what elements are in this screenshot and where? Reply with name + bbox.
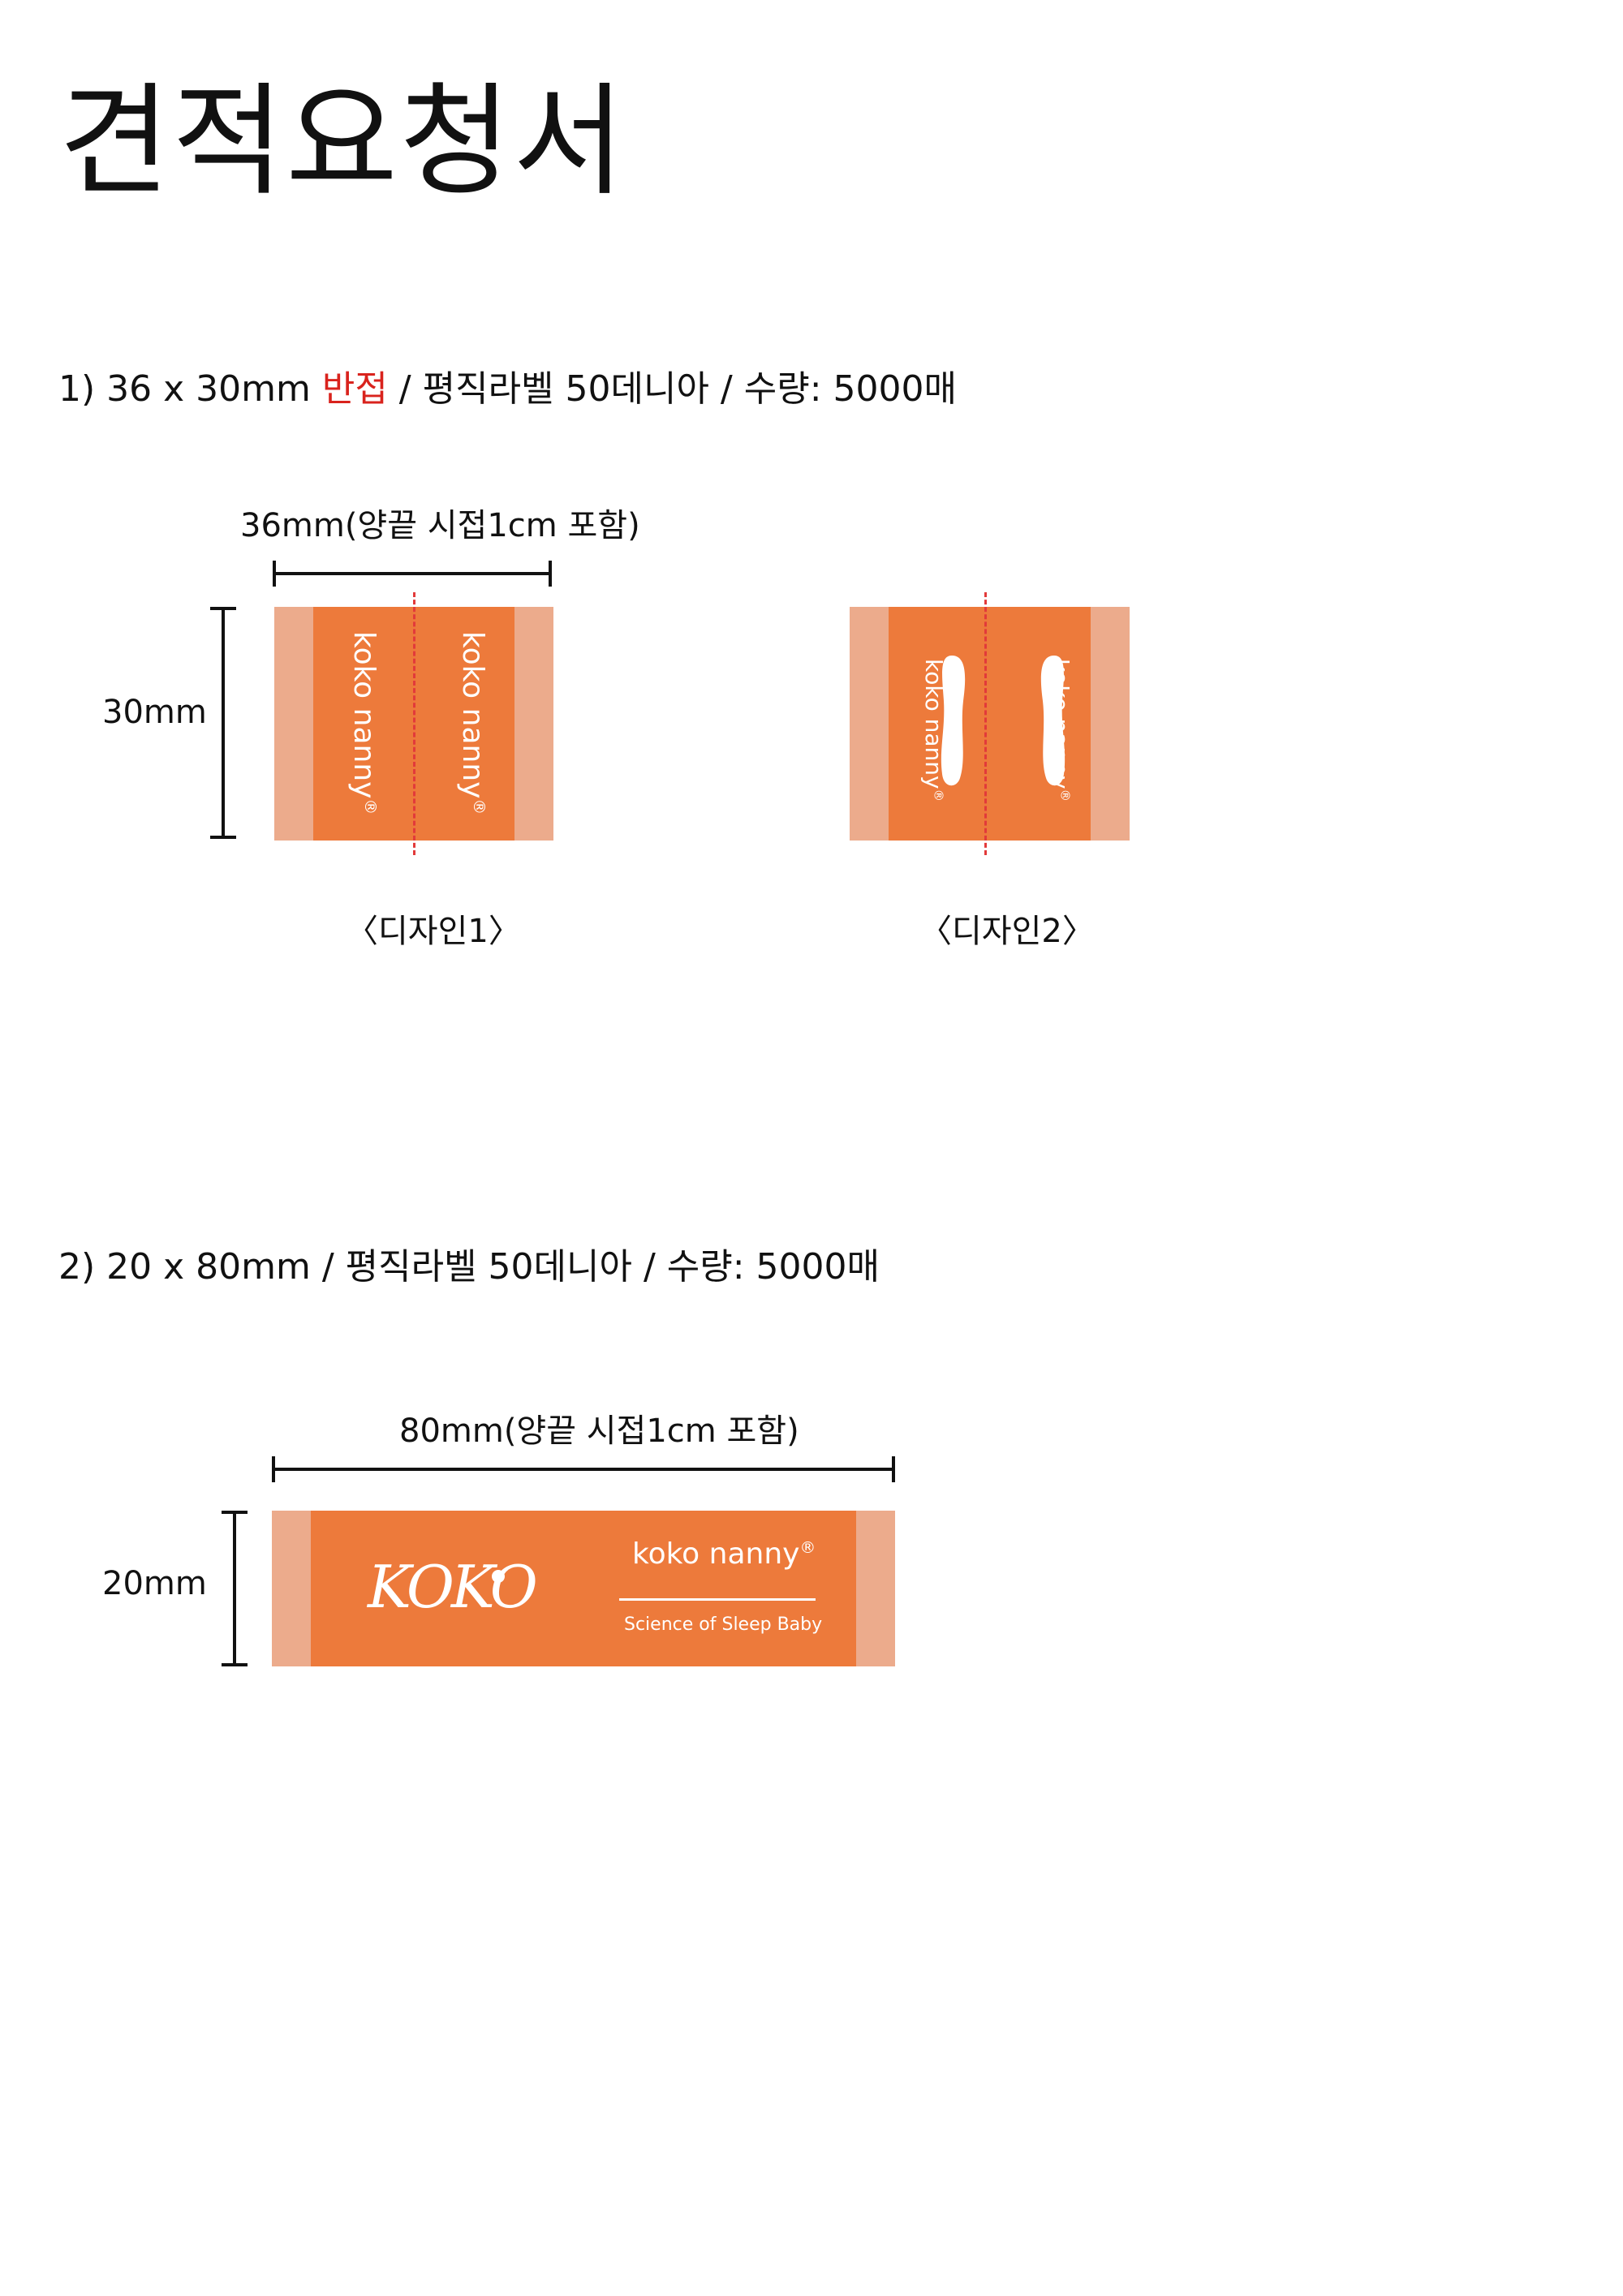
item1-height-label: 30mm (102, 694, 207, 731)
item1-height-dimension-line (222, 608, 225, 837)
seam-allowance-left (274, 607, 313, 841)
design1-brand-right: koko nanny® (456, 631, 489, 815)
item1-spec-highlight: 반접 (321, 368, 388, 410)
item2-label: KOKO koko nanny® Science of Sleep Baby (272, 1511, 895, 1666)
fold-line (984, 592, 987, 855)
item1-height-tick-bottom (210, 836, 236, 839)
item1-spec: 1) 36 x 30mm 반접 / 평직라벨 50데니아 / 수량: 5000매 (58, 372, 957, 407)
koko-logo-text: KOKO (368, 1553, 538, 1621)
item1-spec-suffix: / 평직라벨 50데니아 / 수량: 5000매 (387, 368, 957, 410)
design1-label: koko nanny® koko nanny® (274, 592, 553, 855)
design2-label: koko nanny® koko nanny® (850, 592, 1130, 855)
item2-width-label: 80mm(양끝 시접1cm 포함) (399, 1412, 799, 1450)
seam-allowance-right (1091, 607, 1130, 841)
brand-text: koko nanny (347, 631, 381, 799)
brand-divider (619, 1598, 816, 1601)
item2-brand: koko nanny® (632, 1540, 816, 1569)
pillow-shape-left (941, 656, 966, 786)
item1-width-tick-left (273, 561, 276, 587)
item1-height-tick-top (210, 607, 236, 610)
item1-spec-prefix: 1) 36 x 30mm (58, 368, 322, 410)
design1-brand-left: koko nanny® (347, 631, 381, 815)
registered-mark: ® (931, 789, 946, 802)
item1-width-dimension-line (274, 572, 552, 575)
tagline: Science of Sleep Baby (624, 1615, 823, 1635)
seam-allowance-right (514, 607, 553, 841)
pillow-shape-right (1040, 656, 1065, 786)
fold-line (413, 592, 415, 855)
item2-height-tick-top (222, 1511, 248, 1514)
design1-caption: 〈디자인1〉 (346, 913, 521, 950)
brand-text: koko nanny (632, 1537, 800, 1571)
item2-width-tick-right (892, 1456, 895, 1482)
item2-width-dimension-line (273, 1468, 895, 1471)
seam-allowance-left (272, 1511, 311, 1666)
item2-height-tick-bottom (222, 1663, 248, 1666)
item2-height-label: 20mm (102, 1565, 207, 1602)
page-title: 견적요청서 (58, 71, 627, 213)
registered-mark: ® (470, 798, 489, 815)
item1-width-label: 36mm(양끝 시접1cm 포함) (240, 507, 640, 544)
seam-allowance-left (850, 607, 889, 841)
registered-mark: ® (361, 798, 380, 815)
logo-dot (492, 1570, 505, 1583)
registered-mark: ® (799, 1538, 816, 1557)
item2-spec: 2) 20 x 80mm / 평직라벨 50데니아 / 수량: 5000매 (58, 1246, 880, 1288)
item2-height-dimension-line (233, 1512, 236, 1665)
seam-allowance-right (856, 1511, 895, 1666)
item1-width-tick-right (549, 561, 552, 587)
registered-mark: ® (1057, 789, 1073, 802)
design2-caption: 〈디자인2〉 (919, 913, 1095, 950)
item2-width-tick-left (272, 1456, 275, 1482)
brand-text: koko nanny (456, 631, 489, 799)
